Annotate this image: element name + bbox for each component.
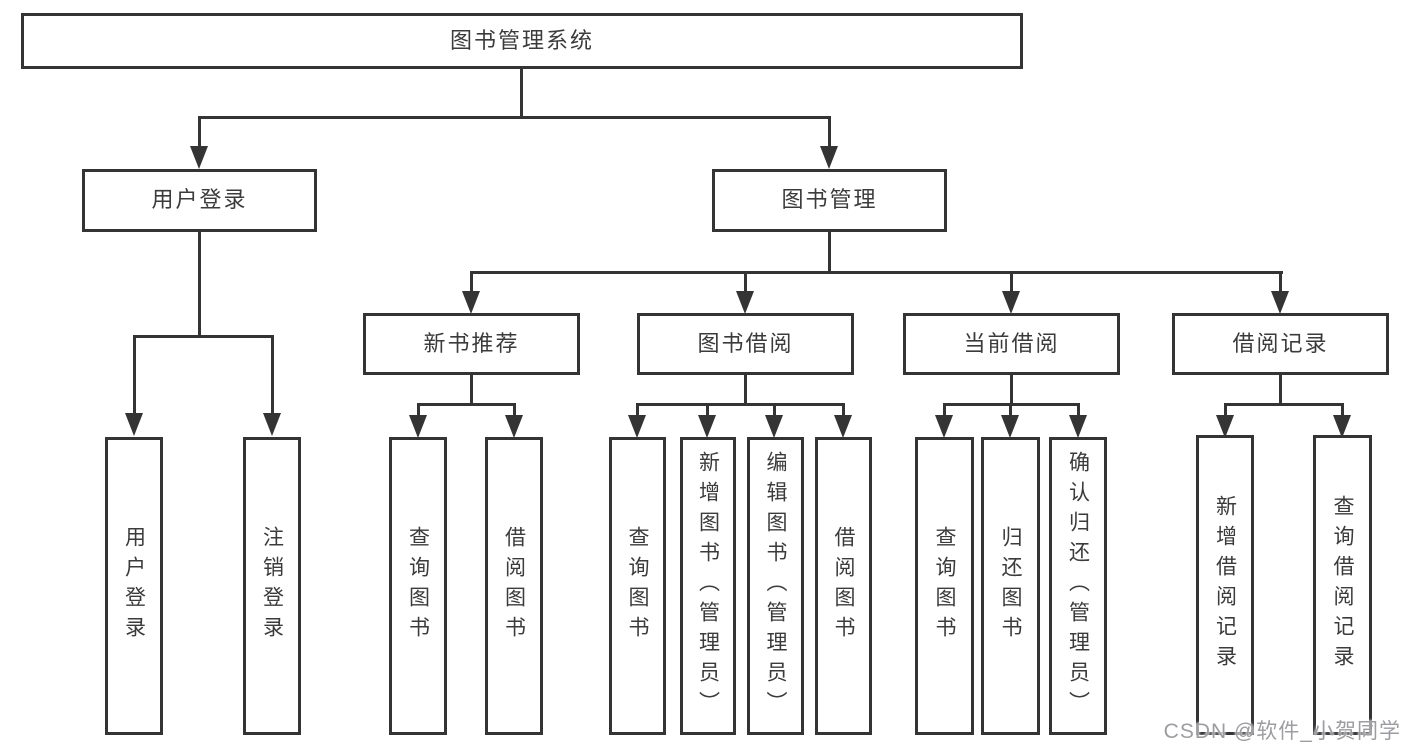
- node-label: 新书推荐: [423, 330, 520, 356]
- connector-line: [520, 69, 523, 118]
- connector-line: [1224, 403, 1227, 417]
- node-label: 用户登录: [151, 187, 248, 213]
- arrowhead: [462, 291, 480, 314]
- node-book-management-branch: 图书管理: [712, 169, 947, 232]
- node-borrow-books-recommend: 借阅图书: [485, 437, 543, 735]
- node-add-borrow-record: 新增借阅记录: [1196, 435, 1254, 735]
- connector-line: [744, 375, 747, 406]
- arrowhead: [409, 415, 427, 438]
- connector-line: [828, 232, 831, 274]
- node-label: 归还图书: [999, 526, 1022, 646]
- connector-line: [1077, 403, 1080, 417]
- arrowhead: [1001, 415, 1019, 438]
- arrowhead: [736, 291, 754, 314]
- connector-line: [1010, 375, 1013, 406]
- arrowhead: [1271, 291, 1289, 314]
- node-label: 借阅图书: [502, 526, 526, 646]
- node-label: 新增图书（管理员）: [696, 451, 720, 721]
- node-label: 当前借阅: [963, 330, 1060, 356]
- node-label: 新增借阅记录: [1213, 495, 1237, 675]
- node-add-books-admin: 新增图书（管理员）: [680, 437, 736, 735]
- node-borrowing-records: 借阅记录: [1172, 313, 1389, 375]
- arrowhead: [263, 413, 281, 436]
- connector-line: [1224, 403, 1344, 406]
- connector-line: [133, 335, 136, 415]
- connector-line: [198, 116, 831, 119]
- connector-line: [636, 403, 845, 406]
- node-current-borrowing: 当前借阅: [903, 313, 1120, 375]
- connector-line: [470, 375, 473, 406]
- node-label: 查询借阅记录: [1331, 495, 1354, 675]
- arrowhead: [765, 415, 783, 438]
- connector-line: [744, 271, 747, 293]
- connector-line: [636, 403, 639, 417]
- connector-line: [706, 403, 709, 417]
- node-query-books-borrowing: 查询图书: [609, 437, 666, 735]
- connector-line: [513, 403, 516, 417]
- node-label: 查询图书: [626, 526, 649, 646]
- arrowhead: [1002, 291, 1020, 314]
- arrowhead: [935, 415, 953, 438]
- connector-line: [1010, 271, 1013, 293]
- node-label: 用户登录: [122, 526, 146, 646]
- node-edit-books-admin: 编辑图书（管理员）: [747, 437, 804, 735]
- arrowhead: [628, 415, 646, 438]
- watermark: CSDN @软件_小贺同学: [1163, 720, 1401, 743]
- node-borrow-books-borrowing: 借阅图书: [815, 437, 872, 735]
- arrowhead: [125, 413, 143, 436]
- node-query-books-recommend: 查询图书: [389, 437, 447, 735]
- node-label: 图书管理: [781, 187, 878, 213]
- node-query-borrow-record: 查询借阅记录: [1313, 435, 1372, 735]
- node-label: 图书管理系统: [449, 27, 594, 53]
- node-user-login-action: 用户登录: [105, 437, 163, 735]
- node-label: 确认归还（管理员）: [1066, 451, 1090, 721]
- node-new-book-recommend: 新书推荐: [363, 313, 580, 375]
- arrowhead: [1333, 415, 1351, 438]
- connector-line: [828, 116, 831, 148]
- node-label: 查询图书: [406, 526, 430, 646]
- connector-line: [943, 403, 946, 417]
- connector-line: [133, 335, 274, 338]
- connector-line: [271, 335, 274, 415]
- node-label: 图书借阅: [697, 330, 794, 356]
- node-return-books: 归还图书: [981, 437, 1040, 735]
- node-label: 注销登录: [260, 526, 284, 646]
- connector-line: [1009, 403, 1012, 417]
- connector-line: [842, 403, 845, 417]
- node-confirm-return-admin: 确认归还（管理员）: [1049, 437, 1107, 735]
- connector-line: [470, 271, 473, 293]
- arrowhead: [1216, 415, 1234, 438]
- arrowhead: [190, 146, 208, 169]
- node-book-borrowing: 图书借阅: [637, 313, 854, 375]
- connector-line: [417, 403, 420, 417]
- node-label: 借阅图书: [832, 526, 855, 646]
- connector-line: [198, 232, 201, 338]
- arrowhead: [698, 415, 716, 438]
- connector-line: [773, 403, 776, 417]
- arrowhead: [1069, 415, 1087, 438]
- connector-line: [1279, 271, 1282, 293]
- arrowhead: [820, 146, 838, 169]
- node-user-login-branch: 用户登录: [82, 169, 317, 232]
- node-logout-action: 注销登录: [243, 437, 301, 735]
- node-label: 借阅记录: [1232, 330, 1329, 356]
- node-query-books-current: 查询图书: [915, 437, 974, 735]
- connector-line: [1341, 403, 1344, 417]
- connector-line: [1279, 375, 1282, 406]
- node-label: 编辑图书（管理员）: [764, 451, 787, 721]
- connector-line: [470, 271, 1283, 274]
- node-label: 查询图书: [933, 526, 956, 646]
- connector-line: [198, 116, 201, 148]
- arrowhead: [505, 415, 523, 438]
- node-library-management-system: 图书管理系统: [21, 13, 1023, 69]
- connector-line: [417, 403, 516, 406]
- arrowhead: [834, 415, 852, 438]
